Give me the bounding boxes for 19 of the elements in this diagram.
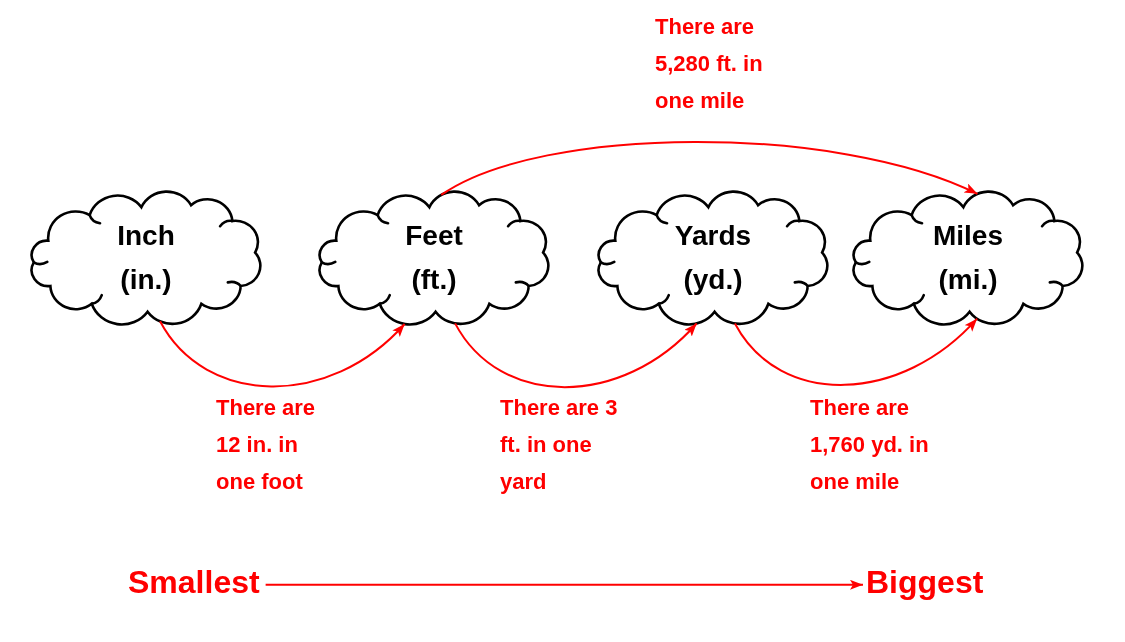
scale-label: Biggest [866, 562, 984, 602]
unit-label: Feet (ft.) [405, 219, 463, 297]
curved-arrow [733, 317, 979, 386]
unit-label: Yards (yd.) [674, 219, 752, 297]
cloud-shape [597, 190, 829, 326]
curved-arrow [159, 320, 406, 388]
cloud-shape [318, 190, 550, 326]
unit-label: Miles (mi.) [933, 219, 1003, 297]
edge-label: There are 1,760 yd. in one mile [810, 394, 930, 496]
curved-arrow [454, 322, 698, 389]
cloud-shape [30, 190, 262, 326]
cloud-shape [852, 190, 1084, 326]
edge-label: There are 12 in. in one foot [216, 394, 317, 496]
edge-label: There are 3 ft. in one yard [500, 394, 619, 496]
unit-label: Inch (in.) [117, 219, 175, 297]
arrow [264, 579, 864, 590]
scale-label: Smallest [128, 562, 260, 602]
curved-arrow [440, 140, 979, 196]
edge-label: There are 5,280 ft. in one mile [655, 13, 764, 115]
